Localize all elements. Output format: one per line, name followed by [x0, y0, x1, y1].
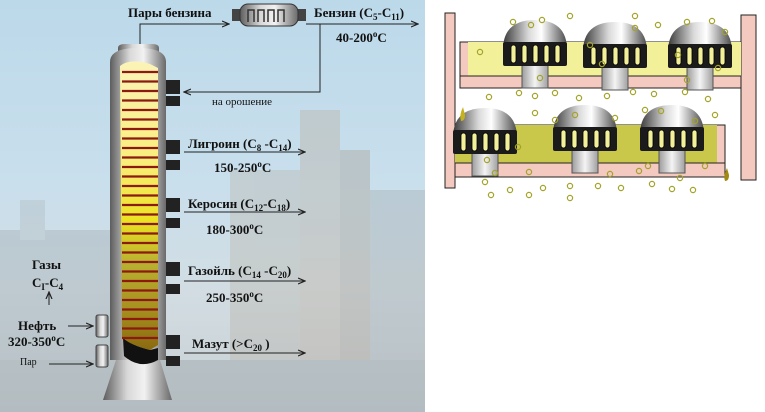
vapor-bubble	[631, 12, 639, 20]
vapor-bubble	[538, 16, 546, 24]
vapor-bubble	[635, 167, 643, 175]
vapor-bubble	[551, 89, 559, 97]
ligroin-temp: 150-250oC	[214, 159, 272, 175]
oil-temp: 320-350oC	[8, 333, 66, 349]
ligroin-label: Лигроин (C8 -C14)	[188, 136, 292, 153]
steam-inlet-flange	[95, 344, 109, 368]
vapor-bubble	[676, 174, 684, 182]
vapor-bubble	[566, 194, 574, 202]
droplet-icon	[724, 168, 729, 181]
vapor-bubble	[506, 186, 514, 194]
vapor-bubble	[701, 162, 709, 170]
droplet-icon	[460, 107, 465, 121]
bubble-cap-tray-diagram	[425, 0, 765, 412]
vapor-bubble	[711, 111, 719, 119]
vapor-bubble	[531, 92, 539, 100]
condenser	[232, 3, 306, 27]
left-wall	[444, 12, 456, 189]
vapor-bubble	[691, 117, 699, 125]
vapor-bubble	[481, 178, 489, 186]
vapor-bubble	[551, 116, 559, 124]
gasoil-temp: 250-350oC	[206, 289, 264, 305]
vapor-bubble	[714, 64, 722, 72]
oil-label: Нефть	[18, 318, 57, 333]
vapor-bubble	[631, 24, 639, 32]
vapor-bubble	[683, 76, 691, 84]
tray-graphics	[444, 12, 757, 202]
vapor-bubble	[487, 191, 495, 199]
vapor-bubble	[668, 185, 676, 193]
vapor-bubble	[644, 162, 652, 170]
vapor-bubble	[476, 48, 484, 56]
vapor-bubble	[606, 170, 614, 178]
vapor-bubble	[708, 17, 716, 25]
vapor-bubble	[525, 191, 533, 199]
vapors-label: Пары бензина	[128, 5, 212, 20]
bubble-cap	[640, 105, 704, 174]
right-wall	[740, 14, 757, 181]
vapor-bubble	[536, 74, 544, 82]
vapor-bubble	[617, 184, 625, 192]
vapor-bubble	[586, 41, 594, 49]
vapor-bubble	[598, 60, 606, 68]
gasoil-label: Газойль (C14 -C20)	[188, 263, 292, 280]
gases-formula: CI-C4	[32, 275, 64, 292]
column-graphics	[0, 3, 425, 412]
vapor-bubble	[629, 88, 637, 96]
vapor-bubble	[674, 51, 682, 59]
column-trays	[122, 70, 158, 340]
vapor-bubble	[654, 21, 662, 29]
vapor-bubble	[689, 186, 697, 194]
vapor-bubble	[704, 95, 712, 103]
column-base	[103, 360, 172, 400]
reflux-label: на орошение	[212, 96, 273, 108]
oil-inlet-flange	[95, 314, 109, 338]
vapor-bubble	[509, 18, 517, 26]
refinery-background	[0, 110, 425, 412]
bubble-cap	[453, 108, 517, 177]
vapor-bubble	[571, 111, 579, 119]
steam-label: Пар	[20, 357, 37, 368]
vapor-bubble	[641, 106, 649, 114]
side-outlets	[166, 80, 180, 366]
distillation-column-diagram: Пары бензина Бензин (C5-C11) 40-200oC на…	[0, 0, 425, 412]
bubble-cap	[668, 22, 732, 91]
vapor-bubble	[575, 94, 583, 102]
vapor-bubble	[721, 28, 729, 36]
vapor-bubble	[603, 92, 611, 100]
bubble-cap	[503, 20, 567, 89]
fuel-oil-label: Мазут (>C20 )	[192, 336, 270, 353]
vapor-bubble	[483, 156, 491, 164]
kerosene-label: Керосин (C12-C18)	[188, 196, 291, 213]
vapor-bubble	[566, 12, 574, 20]
vapor-bubble	[527, 21, 535, 29]
kerosene-temp: 180-300oC	[206, 221, 264, 237]
vapor-bubble	[611, 114, 619, 122]
vapor-bubble	[515, 89, 523, 97]
vapor-bubble	[485, 93, 493, 101]
vapor-bubble	[683, 18, 691, 26]
vapor-bubble	[491, 169, 499, 177]
gasoline-temp: 40-200oC	[336, 29, 387, 45]
vapor-bubble	[566, 182, 574, 190]
vapor-bubble	[594, 182, 602, 190]
vapor-bubble	[681, 88, 689, 96]
bubble-cap	[553, 105, 617, 174]
vapor-bubble	[525, 168, 533, 176]
vapor-bubble	[650, 90, 658, 98]
vapor-bubble	[531, 109, 539, 117]
gases-label: Газы	[32, 257, 62, 272]
vapor-bubble	[539, 184, 547, 192]
bubble-cap	[583, 22, 647, 91]
gasoline-label: Бензин (C5-C11)	[314, 5, 405, 22]
vapor-bubble	[657, 107, 665, 115]
vapor-bubble	[648, 180, 656, 188]
vapor-bubble	[514, 143, 522, 151]
